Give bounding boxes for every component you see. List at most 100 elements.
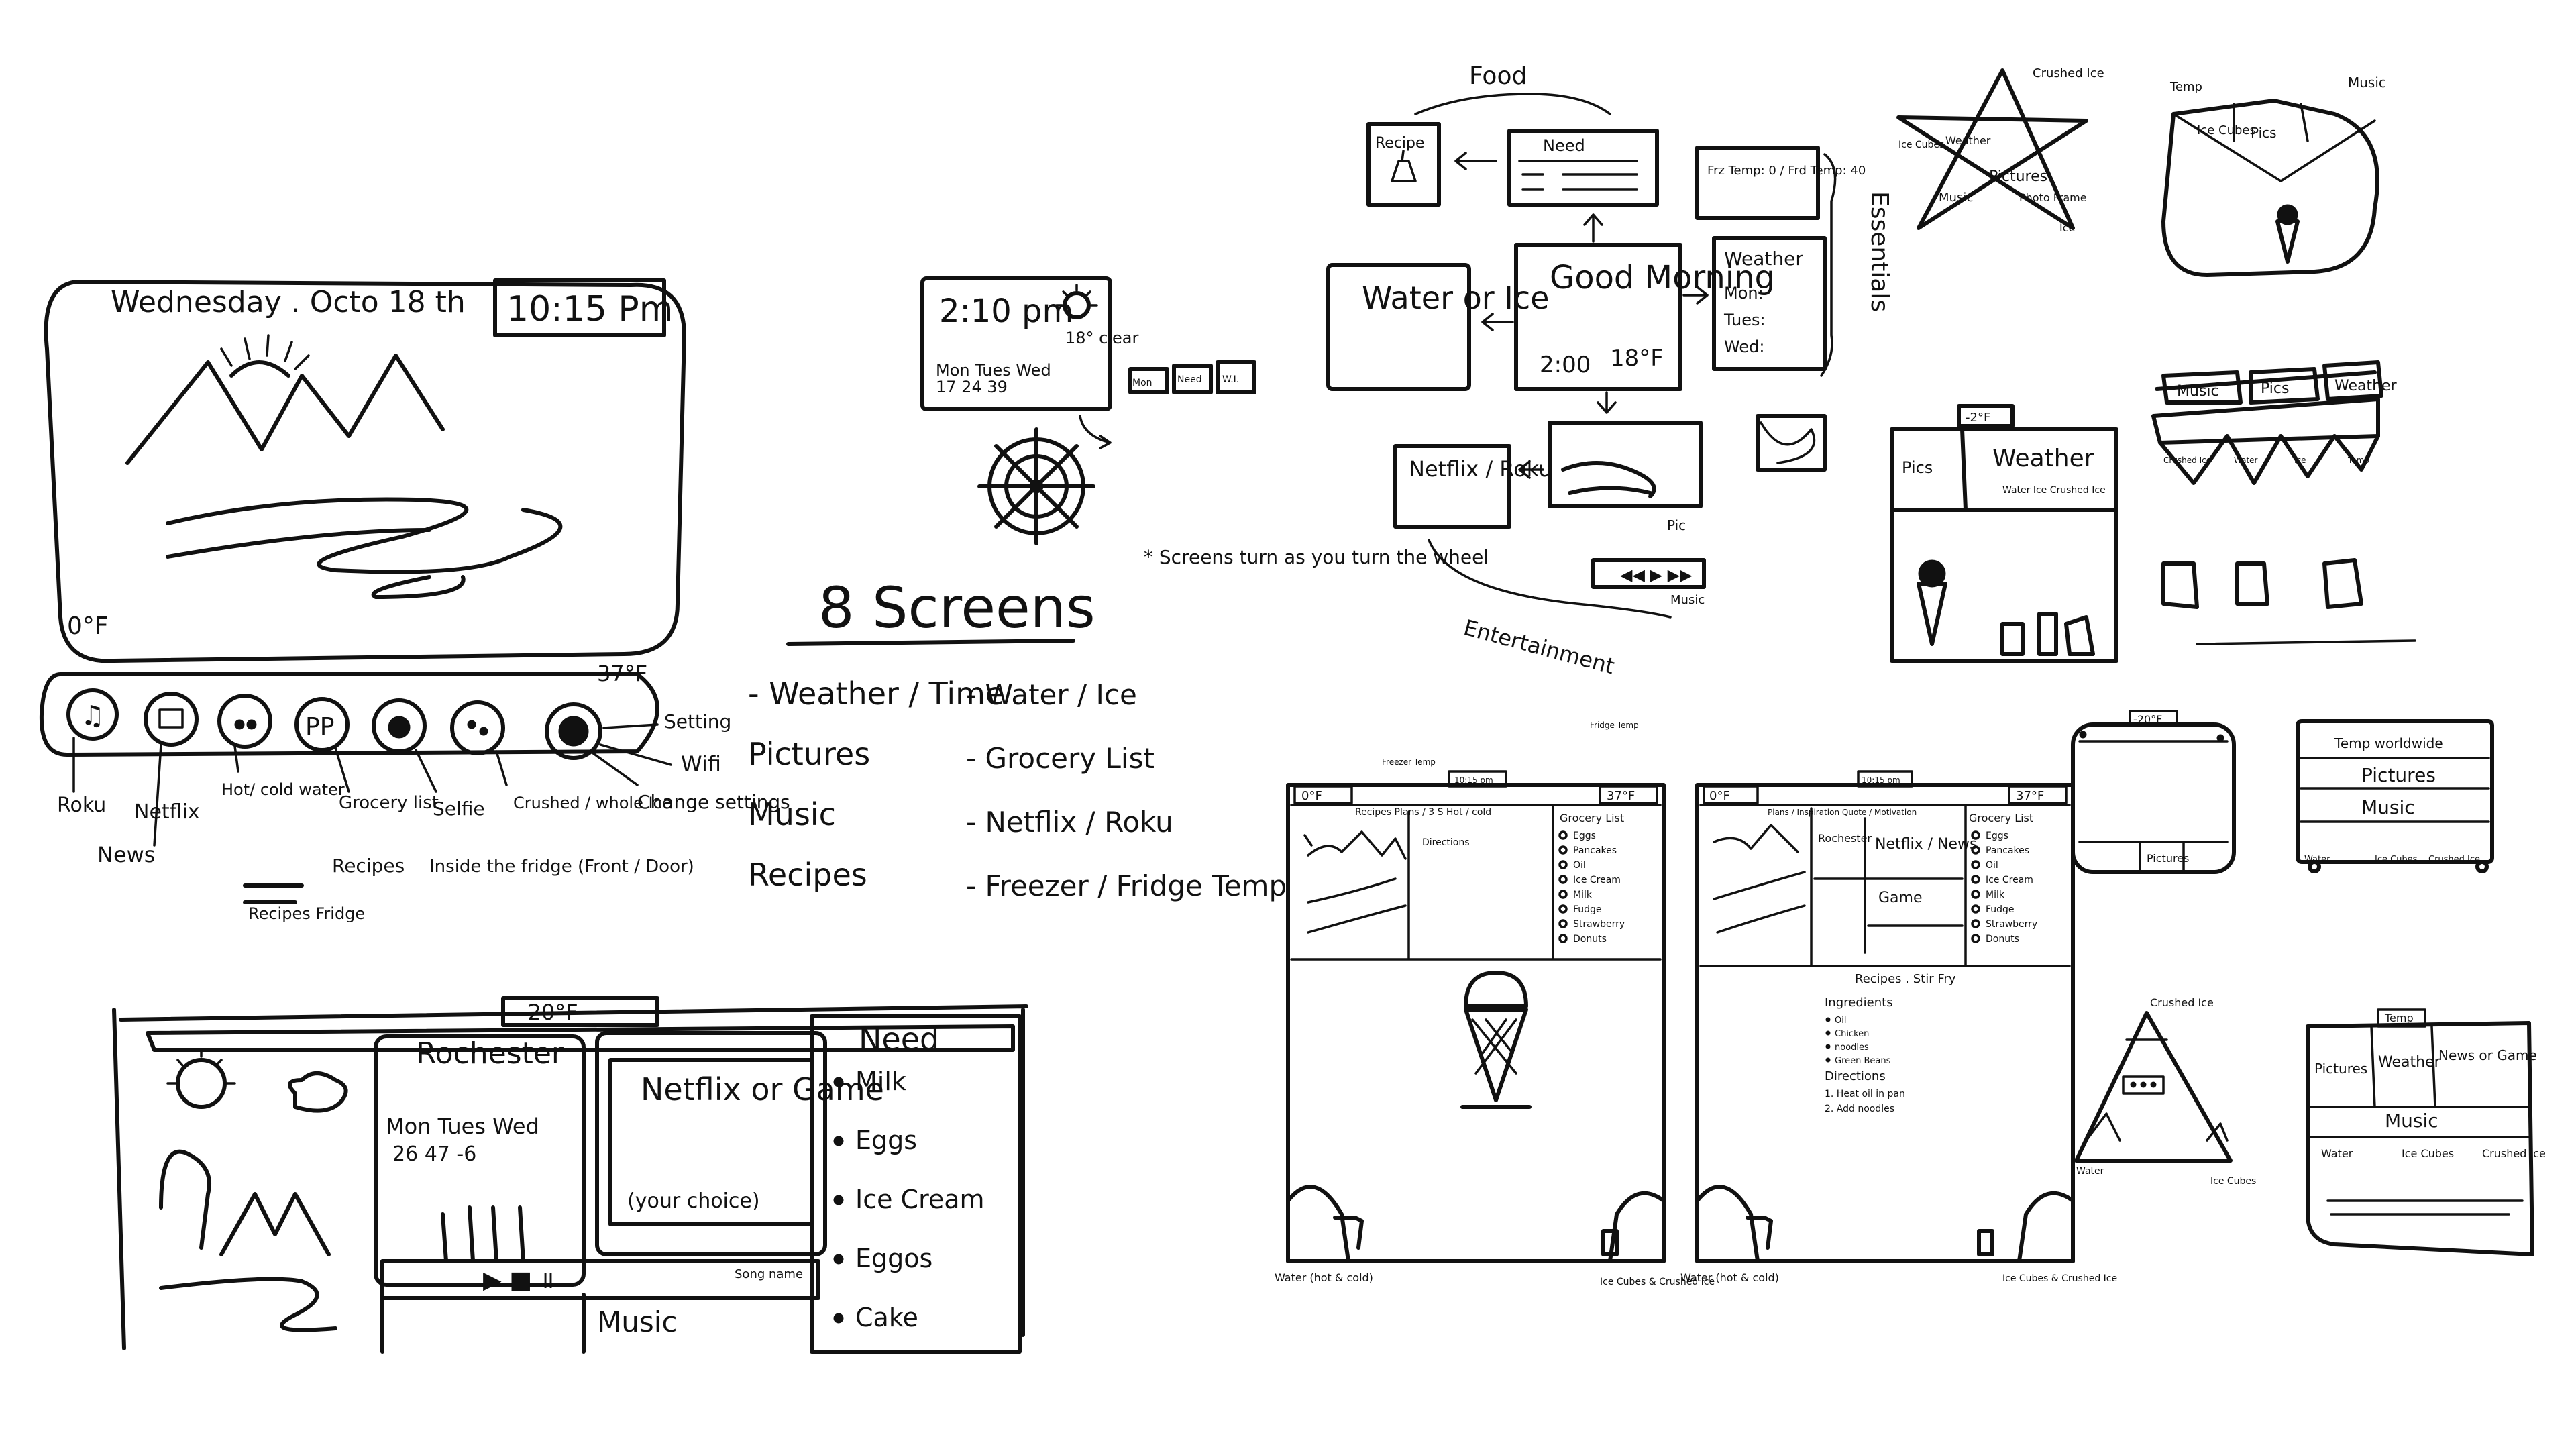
grocery-item: Fudge <box>1986 904 2015 915</box>
svg-text:◀◀ ▶ ▶▶: ◀◀ ▶ ▶▶ <box>1620 566 1693 584</box>
home-date: Wednesday . Octo 18 th <box>111 285 466 319</box>
home-time-box <box>493 278 666 337</box>
svg-text:News or Game: News or Game <box>2438 1047 2537 1063</box>
banner-item: Music <box>2177 383 2219 400</box>
bullet <box>1825 1017 1831 1022</box>
dash-netflix: Netflix or Game <box>641 1071 884 1108</box>
svg-text:Ice Cubes: Ice Cubes <box>2197 123 2256 138</box>
grocery-app-icon[interactable] <box>294 697 350 752</box>
checkbox[interactable] <box>1971 830 1980 840</box>
checkbox[interactable] <box>1558 875 1568 884</box>
checkbox[interactable] <box>1558 830 1568 840</box>
dash-weather-panel <box>374 1034 586 1287</box>
sketch-box-weather: -2°F Pics Weather Water Ice Crushed Ice <box>1890 404 2118 663</box>
grocery-item: Strawberry <box>1573 919 1625 930</box>
grocery-item: Milk <box>1573 890 1593 900</box>
checkbox[interactable] <box>1971 860 1980 869</box>
checkbox[interactable] <box>1558 919 1568 928</box>
svg-text:Directions: Directions <box>1422 837 1470 848</box>
checkbox[interactable] <box>1558 890 1568 899</box>
flow-weather-days: Mon:Tues:Wed: <box>1723 284 1766 356</box>
bullet <box>1825 1044 1831 1049</box>
sketch-home-screen: Wednesday . Octo 18 th 10:15 Pm 0°F 37°F… <box>39 278 790 923</box>
bullet <box>1825 1057 1831 1063</box>
need-item: Eggs <box>855 1126 917 1155</box>
ice-cream-icon <box>1917 582 1947 646</box>
checkbox[interactable] <box>1558 860 1568 869</box>
sketch-weather-widget: 2:10 pm 18° clear Mon Tues Wed 17 24 39 … <box>920 276 1256 545</box>
svg-text:Weather: Weather <box>1945 134 1991 147</box>
grocery-item: Fudge <box>1573 904 1602 915</box>
flow-water-ice-box[interactable] <box>1326 263 1471 391</box>
dash-temp: -20°F <box>520 1000 578 1025</box>
svg-text:Music: Music <box>1939 191 1973 205</box>
water-app-icon[interactable] <box>217 694 272 749</box>
flow-food: Food <box>1469 62 1527 90</box>
svg-text:Grocery List: Grocery List <box>1560 812 1624 824</box>
widget-time: 2:10 pm <box>939 292 1073 330</box>
svg-text:Freezer Temp: Freezer Temp <box>1382 757 1436 767</box>
flow-good-morning-box[interactable] <box>1514 243 1682 391</box>
label-setting: Setting <box>664 710 731 733</box>
ship-wheel-icon[interactable] <box>977 427 1095 545</box>
flow-netflix-box[interactable] <box>1393 444 1511 529</box>
dash-music-controls[interactable] <box>380 1259 820 1300</box>
dash-city: Rochester <box>416 1036 564 1071</box>
svg-text:Pictures: Pictures <box>1989 168 2047 185</box>
svg-text:Ice Cubes & Crushed Ice: Ice Cubes & Crushed Ice <box>2002 1273 2117 1284</box>
checkbox[interactable] <box>1558 845 1568 855</box>
flow-weather-box[interactable] <box>1712 236 1827 371</box>
app-icons: ♫ PP <box>66 688 602 760</box>
checkbox[interactable] <box>1971 875 1980 884</box>
checkbox[interactable] <box>1971 919 1980 928</box>
label-recipes-scribble: Recipes Fridge <box>248 904 365 923</box>
tv-app-icon[interactable] <box>144 692 199 747</box>
svg-text:0°F: 0°F <box>1709 789 1730 803</box>
flow-need-box <box>1507 129 1659 207</box>
svg-text:Crushed Ice: Crushed Ice <box>2033 66 2104 80</box>
screen-item: Pictures <box>748 736 870 772</box>
label-grocery: Grocery list <box>339 793 439 813</box>
direction-item: 2. Add noodles <box>1825 1104 1894 1114</box>
sketch-flow: Food Recipe Need Good Morning 2:00 18°F … <box>1326 62 1893 679</box>
screen-item: - Weather / Time <box>748 676 1004 712</box>
svg-text:Pics: Pics <box>1902 458 1933 477</box>
svg-text:Crushed Ice: Crushed Ice <box>2150 996 2214 1009</box>
flow-freezer-fridge: Frz Temp: 0 / Frd Temp: 40 <box>1707 164 1866 178</box>
sketch-dashboard: -20°F Rochester Mon Tues Wed 26 47 -6 Ne… <box>112 996 1028 1354</box>
wheel-bar[interactable] <box>39 672 659 757</box>
checkbox[interactable] <box>1558 904 1568 914</box>
scribble-box <box>1756 414 1827 472</box>
widget-day-temps: 17 24 39 <box>936 378 1008 396</box>
svg-text:0°F: 0°F <box>1301 789 1322 803</box>
grocery-item: Pancakes <box>1573 845 1617 856</box>
flow-pic: Pic <box>1667 517 1686 533</box>
settings-gear-icon[interactable] <box>545 702 602 760</box>
flow-pic-box[interactable] <box>1548 421 1703 508</box>
camera-app-icon[interactable] <box>372 698 427 753</box>
ingredient-item: Green Beans <box>1835 1056 1891 1066</box>
dash-controls[interactable]: ▶ ■ ॥ <box>483 1267 554 1294</box>
direction-item: 1. Heat oil in pan <box>1825 1089 1905 1099</box>
list-box-item: Music <box>2361 796 2415 818</box>
dash-netflix-panel[interactable] <box>595 1031 827 1256</box>
sketch-heart-menu: Temp Music Ice Cubes Pics <box>2161 74 2386 277</box>
checkbox[interactable] <box>1971 890 1980 899</box>
checkbox[interactable] <box>1971 845 1980 855</box>
flow-music-bar[interactable] <box>1591 558 1706 589</box>
ice-app-icon[interactable] <box>450 700 505 755</box>
grocery-item: Ice Cream <box>1986 875 2033 885</box>
dash-choice: (your choice) <box>627 1189 760 1213</box>
label-recipes: Recipes <box>332 855 405 877</box>
sun-icon <box>176 1058 227 1109</box>
dash-photo-panel <box>159 1049 348 1332</box>
checkbox[interactable] <box>1971 934 1980 943</box>
screen-item: - Grocery List <box>966 742 1155 775</box>
grocery-item: Strawberry <box>1986 919 2037 930</box>
checkbox[interactable] <box>1971 904 1980 914</box>
svg-text:Ingredients: Ingredients <box>1825 996 1893 1010</box>
checkbox[interactable] <box>1558 934 1568 943</box>
music-app-icon[interactable] <box>66 688 119 741</box>
